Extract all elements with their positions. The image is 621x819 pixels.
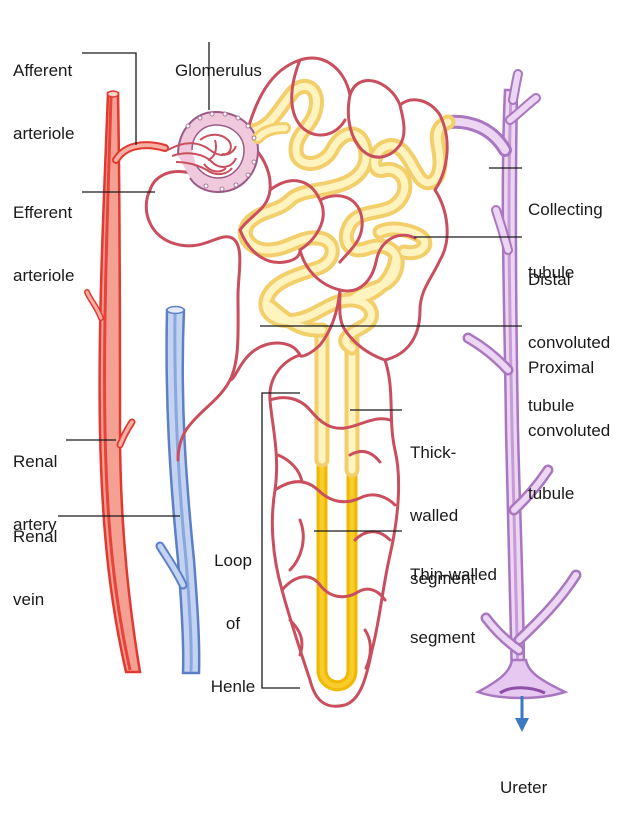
label-loop-of-henle: Loop of Henle: [210, 551, 256, 696]
loop-of-henle-bracket: [261, 392, 300, 689]
label-thin-walled-segment: Thin-walled segment: [410, 565, 497, 647]
leader-afferent-arteriole: [82, 52, 137, 145]
label-ureter: Ureter: [500, 778, 548, 797]
label-proximal-convoluted-tubule: Proximal convoluted tubule: [528, 358, 611, 503]
capillary-network: [144, 56, 449, 708]
ureter-arrow: [515, 696, 529, 732]
label-glomerulus: Glomerulus: [175, 61, 262, 80]
label-collecting-tubule: Collecting tubule: [528, 200, 603, 282]
label-efferent-arteriole: Efferent arteriole: [13, 203, 75, 285]
label-distal-convoluted-tubule: Distal convoluted tubule: [528, 270, 611, 415]
loop-of-henle: [314, 322, 360, 692]
label-thick-walled-segment: Thick- walled segment: [410, 443, 476, 588]
glomerulus: [167, 110, 291, 194]
label-renal-vein: Renal vein: [13, 527, 58, 609]
label-afferent-arteriole: Afferent arteriole: [13, 61, 75, 143]
renal-vein: [155, 305, 201, 675]
nephron-diagram: [58, 42, 582, 732]
renal-artery: [84, 90, 169, 674]
leader-lines: [58, 42, 522, 689]
convoluted-tubules: [237, 78, 456, 356]
label-renal-artery: Renal artery: [13, 452, 58, 534]
